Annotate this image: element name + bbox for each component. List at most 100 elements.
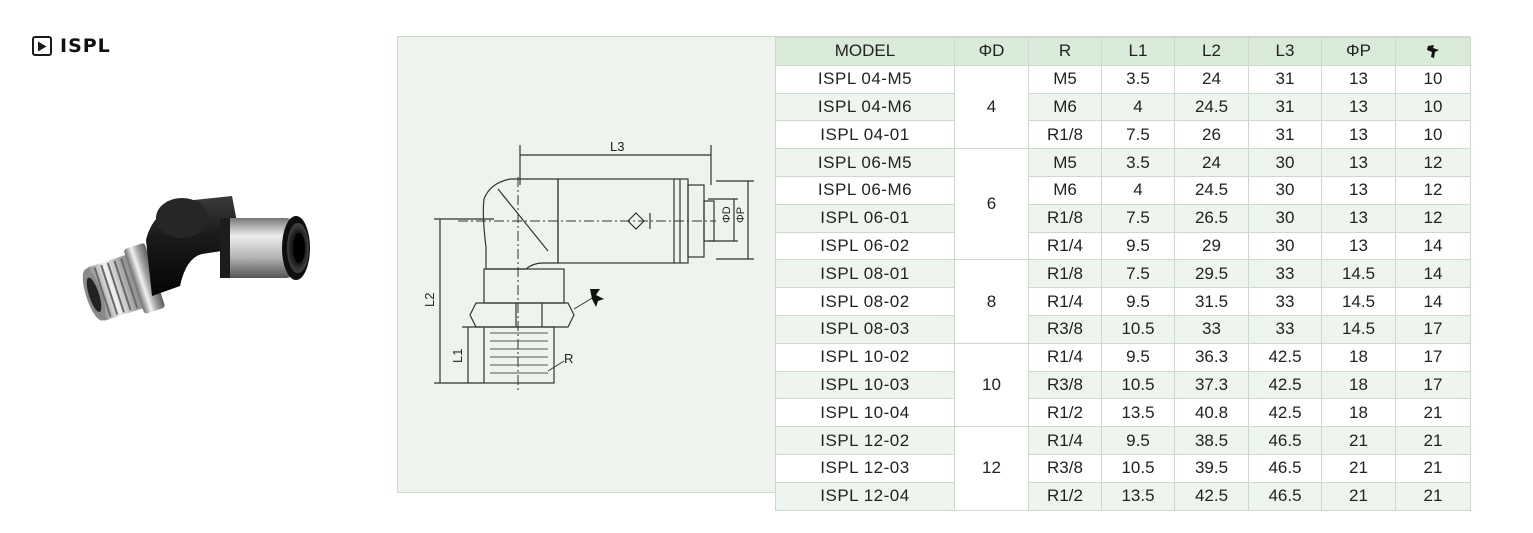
cell-l3: 31	[1248, 92, 1322, 122]
cell-phi-p: 21	[1321, 453, 1396, 483]
cell-r: R1/4	[1028, 426, 1102, 455]
cell-l2: 24.5	[1174, 92, 1249, 122]
cell-model: ISPL 10-02	[775, 342, 955, 372]
drawing-label-phi-p: ΦP	[735, 207, 747, 223]
cell-model: ISPL 08-01	[775, 259, 955, 289]
cell-r: R1/8	[1028, 259, 1102, 289]
cell-r: R1/8	[1028, 120, 1102, 150]
header-wrench	[1395, 37, 1471, 66]
cell-r: M5	[1028, 64, 1102, 94]
cell-phi-d: 6	[954, 148, 1029, 261]
header-l2: L2	[1174, 37, 1249, 66]
cell-l2: 24.5	[1174, 175, 1249, 205]
cell-l2: 26	[1174, 120, 1249, 150]
cell-phi-p: 13	[1321, 64, 1396, 94]
cell-l3: 42.5	[1248, 398, 1322, 428]
cell-phi-p: 14.5	[1321, 314, 1396, 344]
cell-model: ISPL 08-02	[775, 287, 955, 316]
cell-l1: 7.5	[1101, 259, 1175, 289]
cell-l2: 24	[1174, 64, 1249, 94]
cell-r: M6	[1028, 175, 1102, 205]
cell-l2: 24	[1174, 148, 1249, 177]
cell-l1: 4	[1101, 175, 1175, 205]
drawing-label-l2: L2	[422, 293, 437, 307]
play-icon	[32, 36, 52, 56]
cell-l2: 33	[1174, 314, 1249, 344]
cell-l2: 39.5	[1174, 453, 1249, 483]
cell-wrench: 10	[1395, 92, 1471, 122]
cell-phi-p: 13	[1321, 203, 1396, 233]
cell-l2: 40.8	[1174, 398, 1249, 428]
cell-l1: 3.5	[1101, 64, 1175, 94]
cell-l1: 10.5	[1101, 453, 1175, 483]
cell-model: ISPL 10-04	[775, 398, 955, 428]
wrench-icon	[1427, 44, 1439, 58]
cell-l1: 10.5	[1101, 370, 1175, 400]
cell-wrench: 12	[1395, 175, 1471, 205]
cell-phi-p: 13	[1321, 120, 1396, 150]
table-header-row: MODEL ΦD R L1 L2 L3 ΦP	[775, 37, 1471, 66]
cell-wrench: 21	[1395, 481, 1471, 511]
cell-wrench: 10	[1395, 120, 1471, 150]
cell-model: ISPL 04-M5	[775, 64, 955, 94]
cell-wrench: 14	[1395, 231, 1471, 261]
cell-l3: 30	[1248, 231, 1322, 261]
drawing-label-r: R	[564, 351, 573, 366]
cell-model: ISPL 06-M5	[775, 148, 955, 177]
cell-l1: 7.5	[1101, 120, 1175, 150]
cell-wrench: 10	[1395, 64, 1471, 94]
cell-wrench: 21	[1395, 453, 1471, 483]
cell-wrench: 14	[1395, 287, 1471, 316]
spec-panel: L3 L2 L1 R ΦD ΦP MODEL ΦD R L1 L2 L3 ΦP	[397, 36, 1471, 511]
cell-l3: 33	[1248, 314, 1322, 344]
cell-model: ISPL 10-03	[775, 370, 955, 400]
cell-l1: 10.5	[1101, 314, 1175, 344]
cell-l2: 26.5	[1174, 203, 1249, 233]
cell-l1: 9.5	[1101, 231, 1175, 261]
cell-phi-p: 18	[1321, 370, 1396, 400]
cell-model: ISPL 04-M6	[775, 92, 955, 122]
cell-l1: 3.5	[1101, 148, 1175, 177]
cell-l3: 31	[1248, 120, 1322, 150]
cell-l3: 46.5	[1248, 481, 1322, 511]
cell-model: ISPL 06-01	[775, 203, 955, 233]
cell-wrench: 21	[1395, 426, 1471, 455]
header-model: MODEL	[775, 37, 955, 66]
cell-model: ISPL 12-02	[775, 426, 955, 455]
cell-l1: 9.5	[1101, 426, 1175, 455]
cell-l3: 42.5	[1248, 370, 1322, 400]
cell-r: R1/2	[1028, 481, 1102, 511]
cell-r: M6	[1028, 92, 1102, 122]
cell-wrench: 17	[1395, 314, 1471, 344]
cell-wrench: 12	[1395, 148, 1471, 177]
cell-r: R3/8	[1028, 314, 1102, 344]
cell-l3: 42.5	[1248, 342, 1322, 372]
header-phi-d: ΦD	[954, 37, 1029, 66]
drawing-label-phi-d: ΦD	[721, 206, 733, 223]
elbow-fitting-drawing: L3 L2 L1 R ΦD ΦP	[398, 37, 776, 492]
drawing-label-l3: L3	[610, 139, 624, 154]
cell-phi-d: 4	[954, 64, 1029, 150]
drawing-label-l1: L1	[450, 349, 465, 363]
cell-l3: 46.5	[1248, 426, 1322, 455]
cell-l2: 31.5	[1174, 287, 1249, 316]
cell-phi-p: 18	[1321, 398, 1396, 428]
cell-wrench: 17	[1395, 370, 1471, 400]
cell-l1: 9.5	[1101, 287, 1175, 316]
cell-l2: 29	[1174, 231, 1249, 261]
cell-r: M5	[1028, 148, 1102, 177]
cell-phi-p: 14.5	[1321, 259, 1396, 289]
